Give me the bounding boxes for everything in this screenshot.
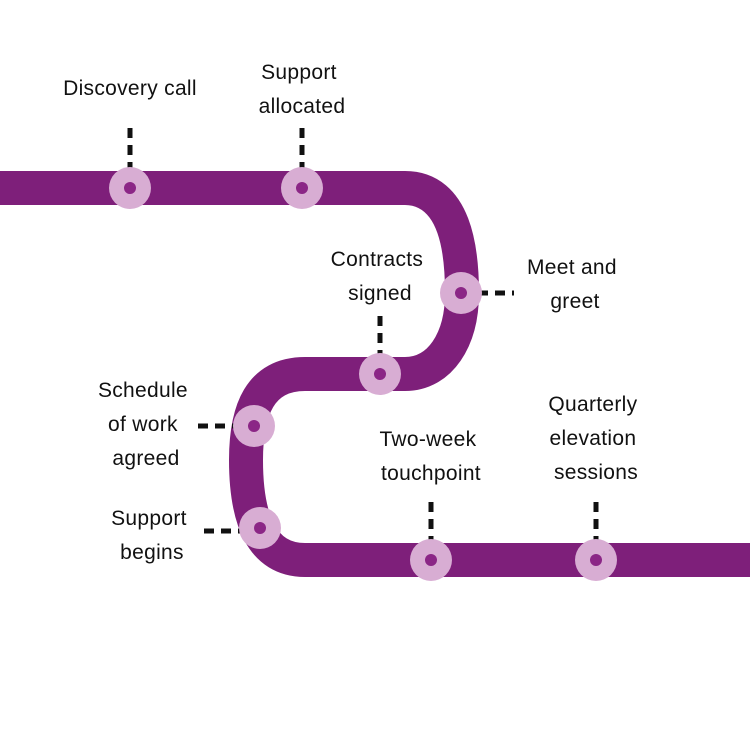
stop-label-line: touchpoint: [381, 462, 481, 485]
stop-label-line: Meet and: [527, 256, 617, 279]
stop-label: Support allocated: [259, 61, 346, 118]
stop-meet-and-greet: Meet and greet: [440, 256, 623, 314]
stop-center-dot: [374, 368, 386, 380]
stop-label-line: Support: [111, 507, 187, 530]
stop-center-dot: [254, 522, 266, 534]
stop-label: Quarterly elevation sessions: [548, 393, 643, 484]
stop-label-line: begins: [120, 541, 184, 564]
stop-label: Two-week touchpoint: [379, 428, 482, 485]
stop-label-line: elevation: [550, 427, 637, 450]
stop-label-line: Support: [261, 61, 337, 84]
stop-center-dot: [455, 287, 467, 299]
stop-discovery-call: Discovery call: [63, 77, 197, 209]
stop-label-line: of work: [108, 413, 178, 436]
stop-center-dot: [296, 182, 308, 194]
stop-label-line: sessions: [554, 461, 638, 484]
stop-label-line: Two-week: [379, 428, 476, 451]
stop-quarterly-elevation-sessions: Quarterly elevation sessions: [548, 393, 643, 581]
stop-label-line: allocated: [259, 95, 346, 118]
stop-contracts-signed: Contracts signed: [331, 248, 430, 395]
stop-label-line: Contracts: [331, 248, 424, 271]
stop-support-begins: Support begins: [111, 507, 281, 564]
stop-label-line: greet: [550, 290, 599, 313]
stop-label: Schedule of work agreed: [98, 379, 194, 470]
stop-schedule-of-work-agreed: Schedule of work agreed: [98, 379, 275, 470]
stop-label-line: Quarterly: [548, 393, 637, 416]
stop-center-dot: [590, 554, 602, 566]
stop-label: Contracts signed: [331, 248, 430, 305]
stop-support-allocated: Support allocated: [259, 61, 346, 209]
stop-label-line: Schedule: [98, 379, 188, 402]
stop-label: Discovery call: [63, 77, 197, 100]
stop-label-line: signed: [348, 282, 412, 305]
stop-label-line: Discovery call: [63, 77, 197, 100]
stop-center-dot: [124, 182, 136, 194]
stop-two-week-touchpoint: Two-week touchpoint: [379, 428, 482, 581]
stop-label-line: agreed: [112, 447, 179, 470]
stop-label: Support begins: [111, 507, 193, 564]
stop-center-dot: [425, 554, 437, 566]
stop-center-dot: [248, 420, 260, 432]
stop-label: Meet and greet: [527, 256, 623, 313]
